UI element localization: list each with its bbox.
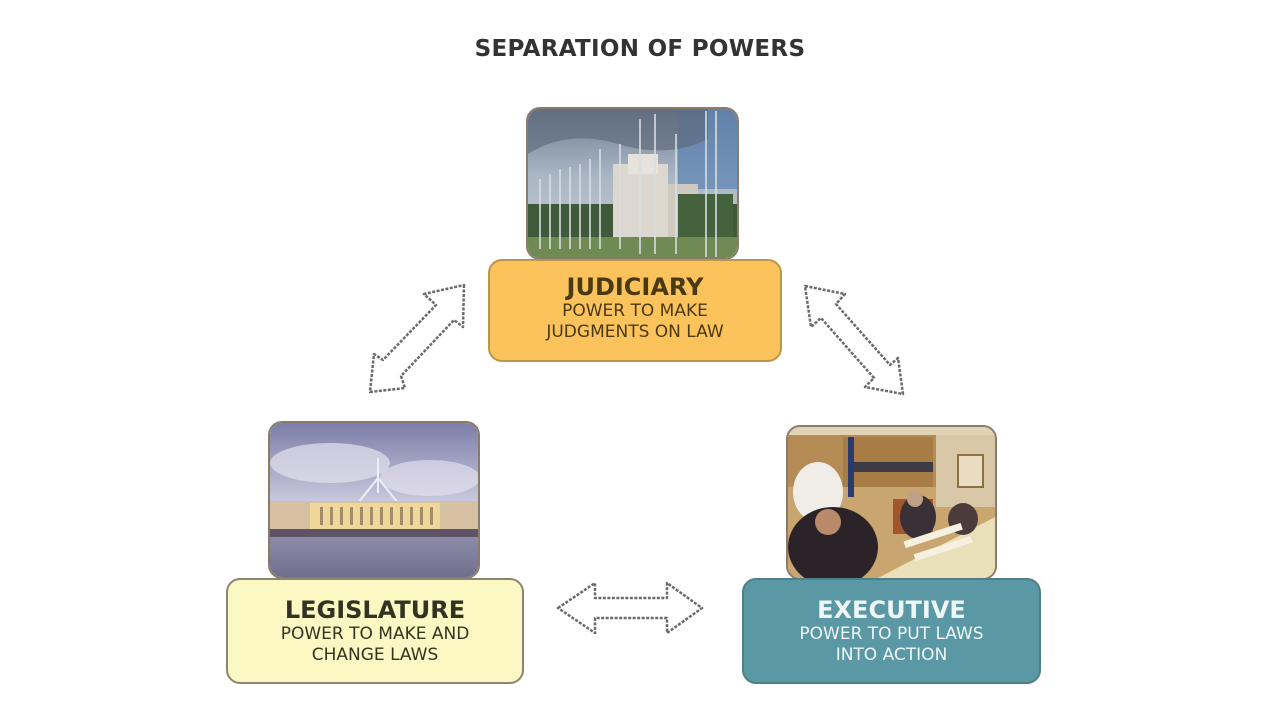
legislature-description-line2: CHANGE LAWS	[311, 645, 439, 665]
parliament-house-image	[270, 423, 478, 577]
legislature-box: LEGISLATURE POWER TO MAKE AND CHANGE LAW…	[226, 578, 524, 684]
judiciary-description-line2: JUDGMENTS ON LAW	[546, 322, 724, 342]
judiciary-heading: JUDICIARY	[566, 273, 704, 301]
executive-description-line2: INTO ACTION	[835, 645, 948, 665]
double-arrow-icon	[556, 581, 704, 635]
judiciary-photo	[526, 107, 739, 260]
legislature-description-line1: POWER TO MAKE AND	[280, 624, 470, 644]
legislature-photo	[268, 421, 480, 579]
diagram-title: SEPARATION OF POWERS	[474, 36, 806, 62]
double-arrow-icon	[368, 283, 466, 394]
double-arrow-legislature-judiciary	[368, 283, 466, 394]
executive-box: EXECUTIVE POWER TO PUT LAWS INTO ACTION	[742, 578, 1041, 684]
double-arrow-legislature-executive	[556, 581, 704, 635]
judiciary-description-line1: POWER TO MAKE	[562, 301, 708, 321]
double-arrow-judiciary-executive	[803, 284, 905, 396]
high-court-image	[528, 109, 737, 258]
judiciary-box: JUDICIARY POWER TO MAKE JUDGMENTS ON LAW	[488, 259, 782, 362]
executive-photo	[786, 425, 997, 580]
cabinet-meeting-image	[788, 427, 995, 578]
executive-description-line1: POWER TO PUT LAWS	[799, 624, 984, 644]
executive-heading: EXECUTIVE	[817, 596, 966, 624]
legislature-heading: LEGISLATURE	[284, 596, 466, 624]
double-arrow-icon	[803, 284, 905, 396]
